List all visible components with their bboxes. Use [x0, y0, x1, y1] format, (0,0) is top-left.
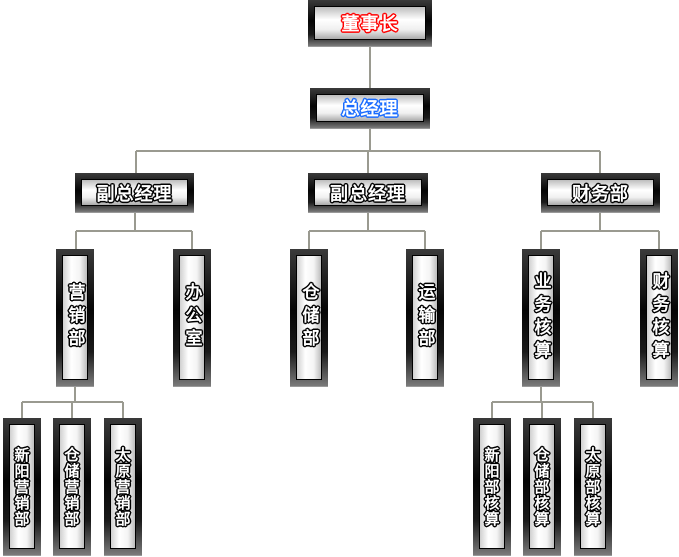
node-transport-dept[interactable]: 运输部 [406, 249, 444, 386]
connector-gm-level2 [135, 128, 601, 173]
node-label: 财务核算 [648, 271, 669, 364]
connector-finance-children [540, 212, 660, 249]
node-label: 财务部 [572, 183, 629, 205]
node-label: 仓储营销部 [62, 446, 81, 527]
node-label: 办公室 [181, 283, 202, 352]
node-general-manager[interactable]: 总经理 [310, 88, 430, 128]
node-label: 总经理 [341, 99, 399, 120]
node-label: 副总经理 [330, 183, 406, 205]
connector-vp1-children [75, 212, 193, 249]
node-xinyang-marketing[interactable]: 新阳营销部 [3, 418, 41, 555]
node-office[interactable]: 办公室 [173, 249, 211, 386]
node-deputy-gm-2[interactable]: 副总经理 [308, 173, 428, 212]
node-deputy-gm-1[interactable]: 副总经理 [75, 173, 194, 212]
node-business-accounting[interactable]: 业务核算 [522, 249, 560, 386]
node-label: 新阳营销部 [12, 446, 31, 527]
node-label: 仓储部核算 [532, 446, 551, 527]
node-label: 业务核算 [530, 271, 551, 364]
node-label: 太原营销部 [113, 446, 132, 527]
node-xinyang-accounting[interactable]: 新阳部核算 [473, 418, 511, 555]
node-label: 仓储部 [298, 283, 319, 352]
node-warehouse-marketing[interactable]: 仓储营销部 [53, 418, 91, 555]
node-label: 董事长 [341, 14, 399, 35]
connector-marketing-children [21, 386, 124, 418]
node-chairman[interactable]: 董事长 [308, 0, 432, 46]
node-taiyuan-marketing[interactable]: 太原营销部 [104, 418, 142, 555]
node-financial-accounting[interactable]: 财务核算 [640, 249, 678, 386]
node-taiyuan-accounting[interactable]: 太原部核算 [574, 418, 612, 555]
node-label: 太原部核算 [583, 446, 602, 527]
node-label: 运输部 [414, 283, 435, 352]
node-warehouse-accounting[interactable]: 仓储部核算 [523, 418, 561, 555]
node-marketing-dept[interactable]: 营销部 [56, 249, 94, 386]
node-label: 副总经理 [96, 183, 173, 205]
node-label: 新阳部核算 [482, 446, 501, 527]
connector-vp2-children [308, 212, 426, 249]
node-label: 营销部 [64, 283, 85, 352]
node-warehouse-dept[interactable]: 仓储部 [290, 249, 328, 386]
node-finance-dept[interactable]: 财务部 [541, 173, 660, 212]
connector-accounting-children [491, 386, 594, 418]
